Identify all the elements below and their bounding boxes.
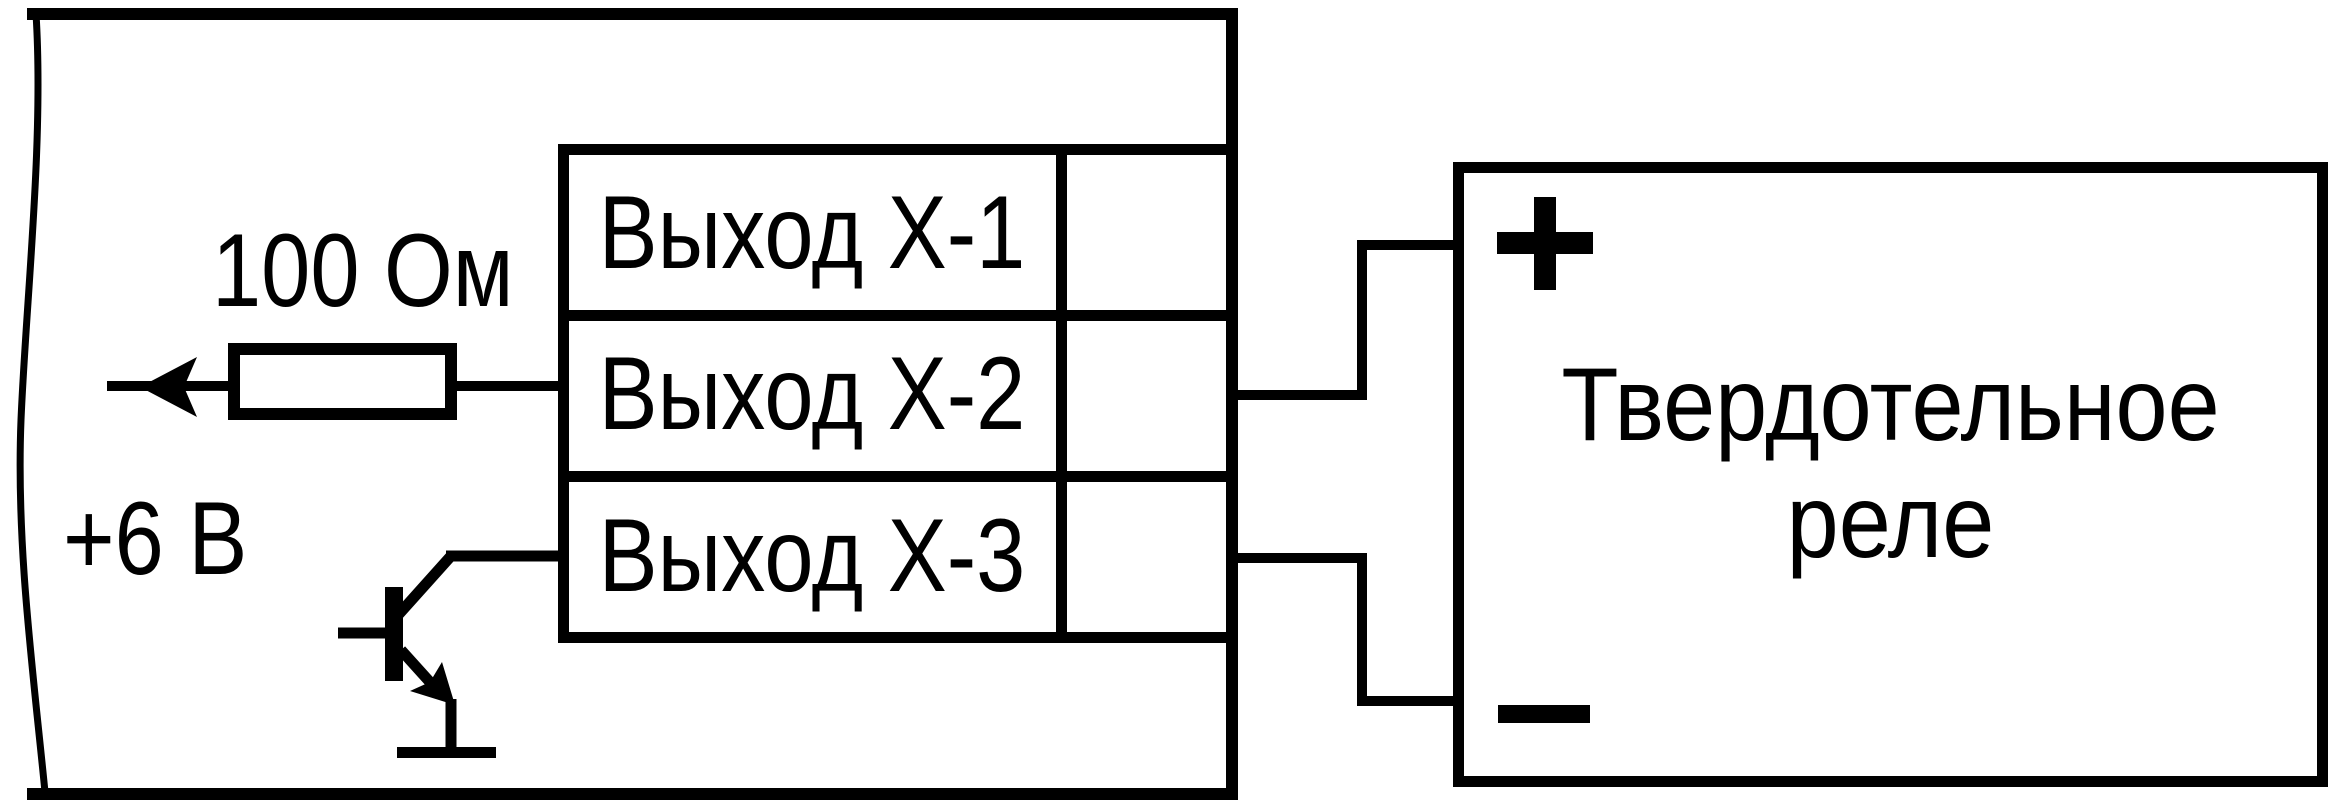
wire-x2-to-plus <box>1357 240 1453 250</box>
wire-x3-to-minus <box>1357 696 1453 706</box>
output-x1-label: Выход Х-1 <box>598 175 1026 291</box>
transistor-base-bar <box>385 587 403 681</box>
wire-x2-vertical <box>1357 240 1367 400</box>
relay-box <box>1453 162 2328 787</box>
table-top-line <box>558 144 1238 155</box>
device-box-bottom-edge <box>27 788 1238 800</box>
resistor-label: 100 Ом <box>212 213 514 329</box>
table-divider-1 <box>558 310 1238 321</box>
relay-name-line2: реле <box>1786 464 1995 580</box>
relay-name-line1: Твердотельное <box>1561 347 2220 463</box>
emitter-arrow-icon <box>410 662 455 705</box>
resistor-icon <box>228 343 457 420</box>
ground-icon <box>397 747 496 758</box>
wire-x3-vertical <box>1357 553 1367 706</box>
table-bottom-line <box>558 632 1238 643</box>
output-x2-label: Выход Х-2 <box>598 336 1026 452</box>
device-torn-edge <box>16 13 49 793</box>
arrow-left-icon <box>140 357 197 417</box>
table-left-edge <box>558 144 569 643</box>
device-box-top-edge <box>27 8 1238 20</box>
table-divider-2 <box>558 471 1238 482</box>
minus-terminal-icon <box>1498 705 1590 723</box>
output-x3-label: Выход Х-3 <box>598 498 1026 614</box>
relay-name: Твердотельное реле <box>1507 347 2275 581</box>
transistor-collector-diagonal <box>394 552 456 618</box>
wire-x3-horizontal <box>1238 553 1362 563</box>
transistor-icon <box>338 550 569 758</box>
wire-x2-horizontal <box>1238 390 1362 400</box>
supply-voltage-label: +6 В <box>63 481 248 597</box>
table-column-divider <box>1056 144 1067 643</box>
resistor-wire-right <box>450 381 569 391</box>
device-box-right-edge <box>1226 8 1238 800</box>
